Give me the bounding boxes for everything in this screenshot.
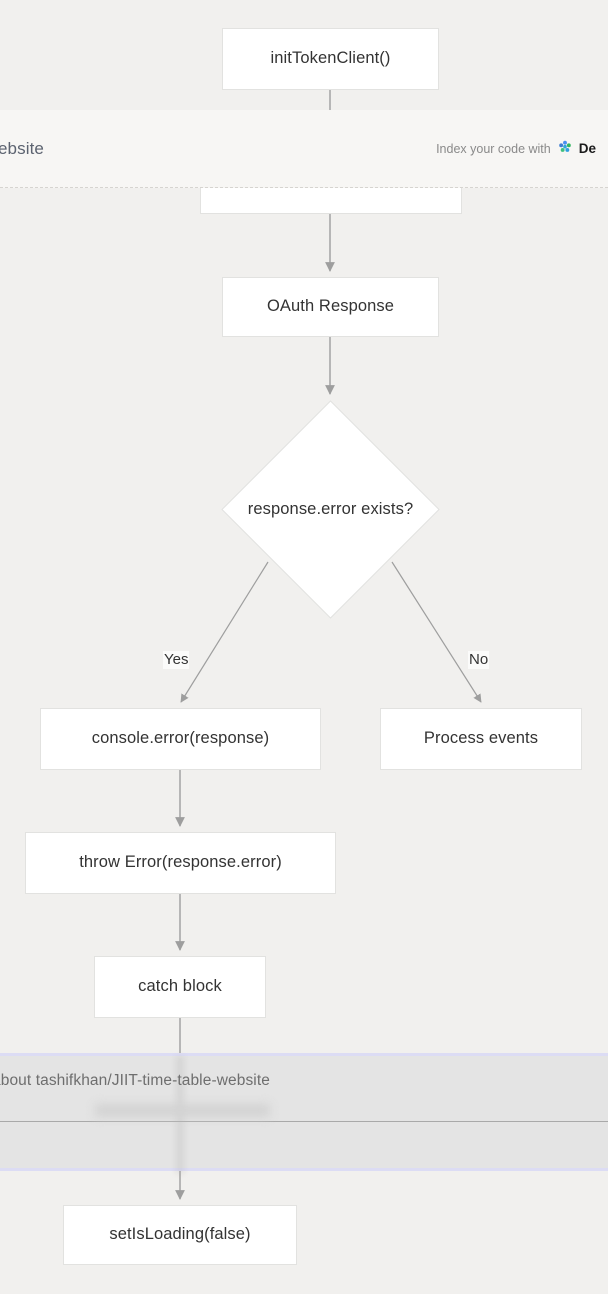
index-code-cta[interactable]: Index your code with De: [436, 140, 596, 157]
about-row: about tashifkhan/JIIT-time-table-website: [0, 1056, 608, 1122]
about-panel-bar: about tashifkhan/JIIT-time-table-website: [0, 1053, 608, 1174]
node-label: catch block: [138, 977, 222, 996]
node-oauth-response[interactable]: OAuth Response: [222, 277, 439, 337]
node-label: Process events: [423, 729, 539, 748]
cta-brand-label: De: [578, 141, 596, 156]
node-decision-response-error[interactable]: response.error exists?: [221, 400, 440, 619]
node-label: response.error exists?: [247, 500, 414, 519]
cta-label: Index your code with: [436, 141, 551, 156]
edge-label-text: No: [469, 651, 489, 668]
node-label: throw Error(response.error): [79, 853, 282, 872]
node-set-is-loading[interactable]: setIsLoading(false): [63, 1205, 297, 1265]
node-throw-error[interactable]: throw Error(response.error): [25, 832, 336, 894]
node-label: setIsLoading(false): [109, 1225, 251, 1244]
diamond-shape-icon: [221, 400, 440, 619]
node-catch-block[interactable]: catch block: [94, 956, 266, 1018]
node-label: initTokenClient(): [270, 49, 391, 68]
node-process-events[interactable]: Process events: [380, 708, 582, 770]
deepwiki-icon: [558, 140, 572, 157]
loading-skeleton-line: [95, 1104, 270, 1117]
node-init-token-client[interactable]: initTokenClient(): [222, 28, 439, 90]
about-repo-text: about tashifkhan/JIIT-time-table-website: [0, 1072, 270, 1089]
edge-label-text: Yes: [164, 651, 189, 668]
edge-label-yes: Yes: [163, 651, 190, 669]
node-label: OAuth Response: [266, 297, 395, 316]
node-label: console.error(response): [91, 729, 270, 748]
repo-header-bar: ebsite Index your code with De: [0, 110, 608, 188]
repo-title: ebsite: [0, 138, 44, 158]
edge-label-no: No: [468, 651, 490, 669]
node-console-error[interactable]: console.error(response): [40, 708, 321, 770]
about-secondary-row: [0, 1122, 608, 1168]
